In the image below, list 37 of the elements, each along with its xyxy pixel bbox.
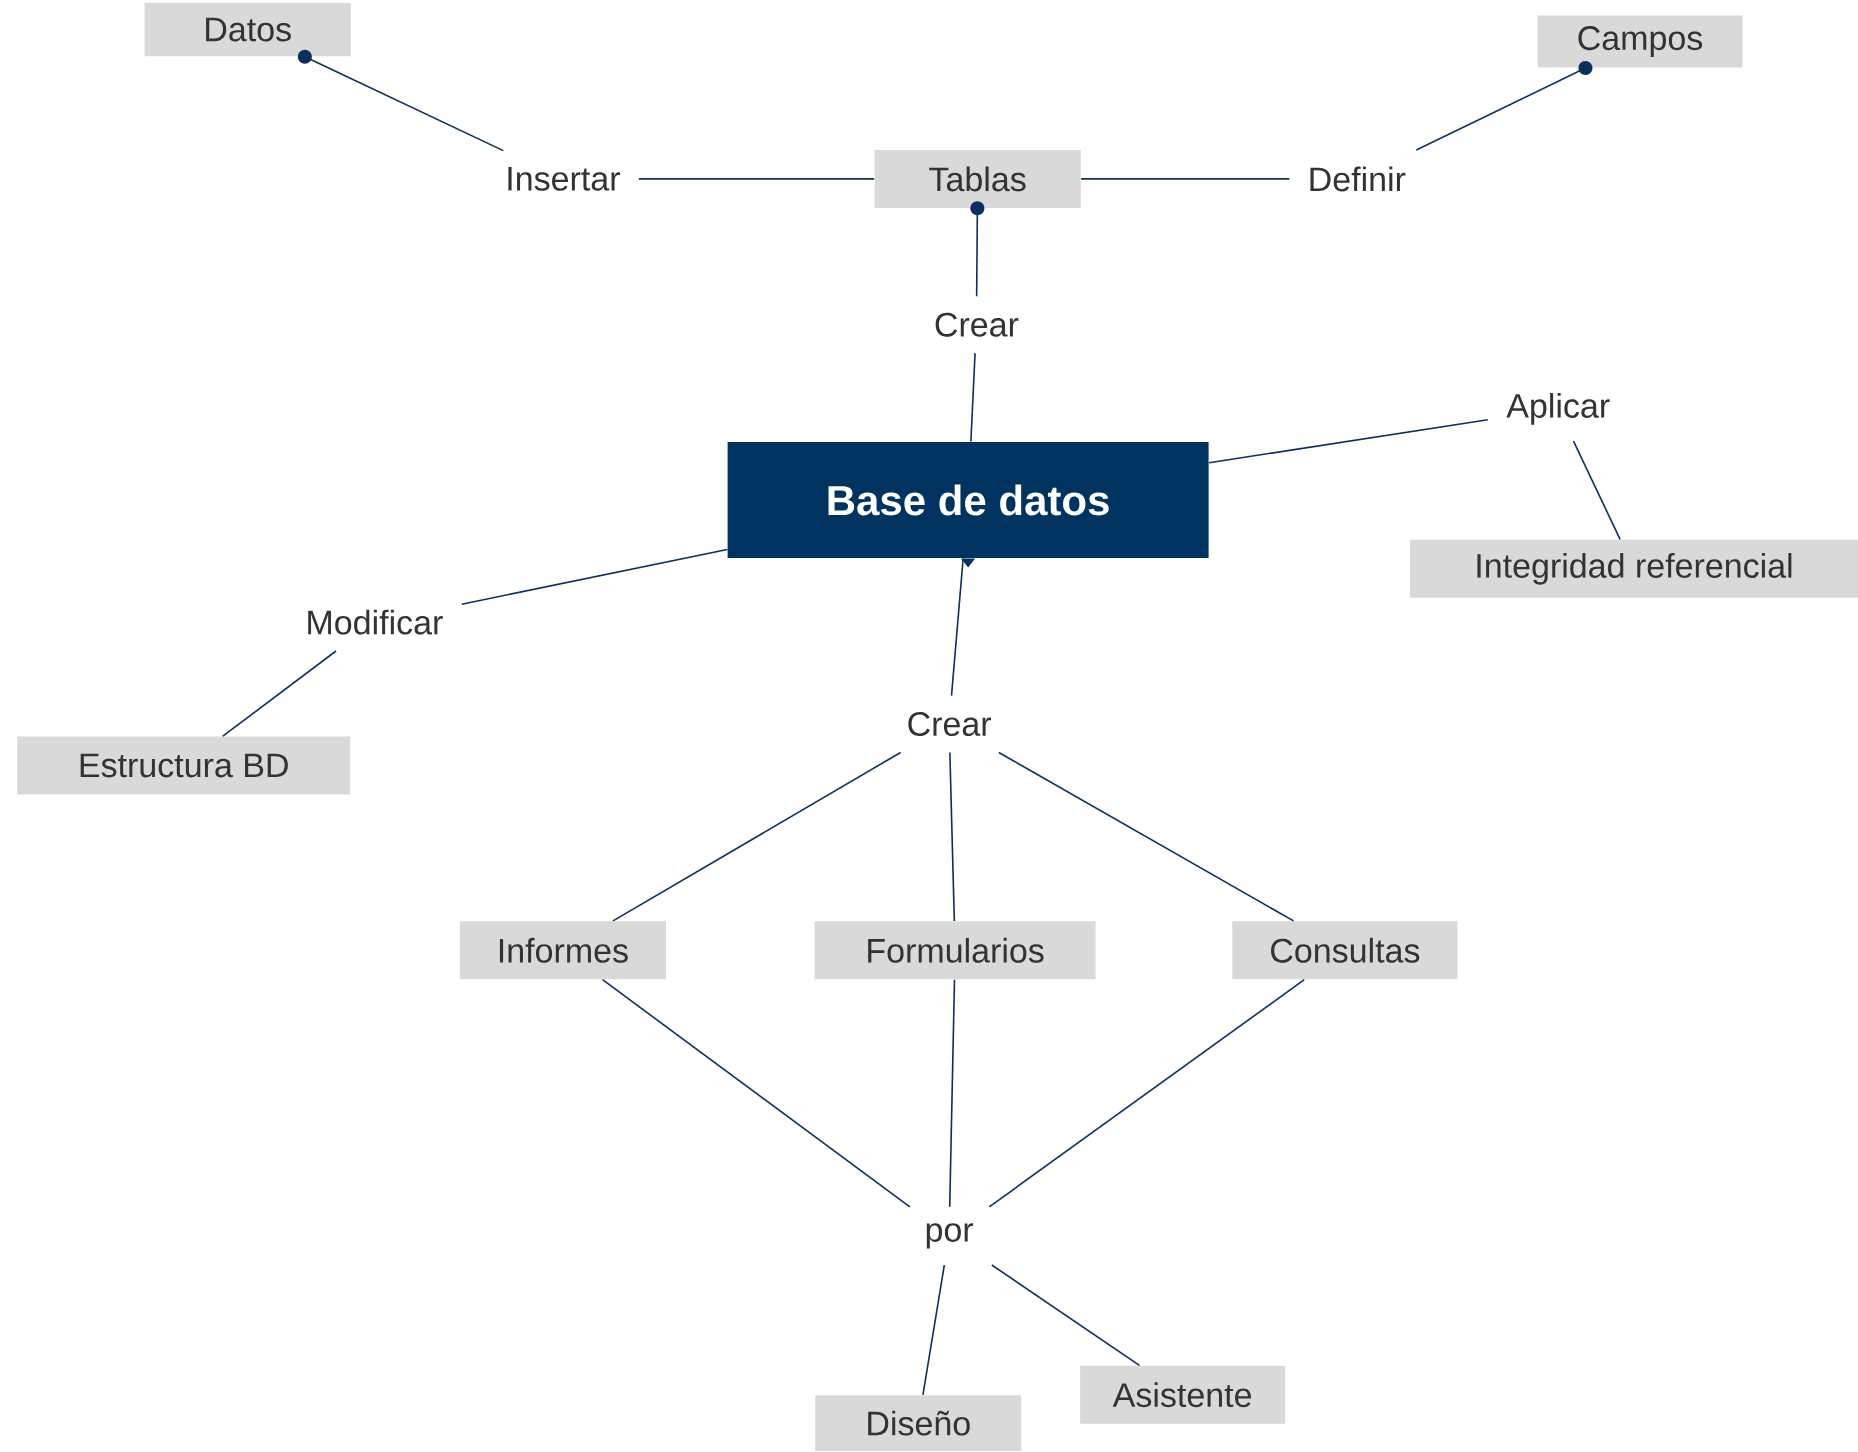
- connector-line: [970, 352, 976, 443]
- concept-box: Integridad referencial: [1410, 539, 1858, 598]
- connector-line: [601, 978, 911, 1208]
- concept-box: Tablas: [874, 149, 1081, 208]
- connector-line: [922, 1264, 946, 1396]
- connector-line: [612, 751, 902, 922]
- connector-line-dot: [297, 49, 505, 152]
- connector-line: [991, 1264, 1141, 1367]
- linking-word: Insertar: [508, 167, 620, 191]
- connector-line: [949, 751, 956, 922]
- linking-word: Definir: [1310, 166, 1406, 192]
- connector-line: [998, 751, 1295, 922]
- connector-line: [1572, 440, 1621, 541]
- concept-box: Consultas: [1232, 921, 1458, 980]
- main-concept-box: Base de datos: [727, 441, 1209, 568]
- concept-box: Datos: [144, 2, 351, 57]
- connector-line: [1080, 178, 1291, 180]
- linking-word: Crear: [935, 312, 1019, 337]
- connector-line: [950, 557, 964, 697]
- connector-line: [948, 978, 956, 1208]
- connector-line: [1208, 418, 1489, 464]
- connector-line-dot: [970, 201, 985, 298]
- concept-box: Formularios: [814, 921, 1096, 980]
- linking-word: Crear: [908, 711, 992, 737]
- linking-word: por: [926, 1223, 974, 1249]
- linking-word: Aplicar: [1506, 393, 1610, 425]
- concept-box: Campos: [1537, 15, 1743, 68]
- connector-line: [988, 978, 1306, 1208]
- concept-box: Informes: [459, 921, 666, 980]
- connector-line: [460, 548, 728, 605]
- connector-line: [638, 178, 875, 180]
- concept-box: Asistente: [1080, 1365, 1286, 1424]
- connector-line: [222, 650, 337, 737]
- concept-box: Diseño: [815, 1395, 1022, 1451]
- concept-box: Estructura BD: [17, 736, 351, 795]
- linking-word: Modificar: [308, 609, 443, 635]
- connector-line-dot: [1415, 61, 1593, 151]
